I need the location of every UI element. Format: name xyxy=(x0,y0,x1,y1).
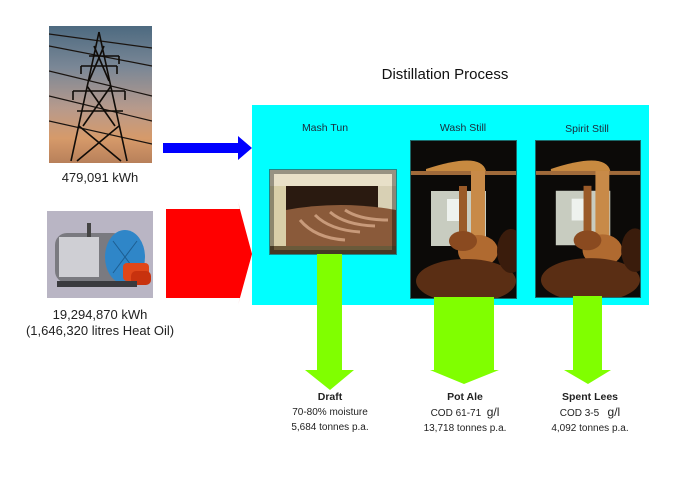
stage-label-wash-still: Wash Still xyxy=(439,122,487,134)
output-name: Pot Ale xyxy=(447,391,483,403)
output-quantity: 5,684 tonnes p.a. xyxy=(291,422,369,433)
boiler-photo xyxy=(47,211,153,298)
heat-oil-label-line2: (1,646,320 litres Heat Oil) xyxy=(25,323,175,338)
stage-label-spirit-still: Spirit Still xyxy=(565,123,609,135)
output-pot-ale: Pot Ale COD 61-71 g/l 13,718 tonnes p.a. xyxy=(405,390,525,436)
output-detail: COD 61-71 g/l xyxy=(405,405,525,421)
copper-still-icon xyxy=(411,160,516,298)
output-spent-lees: Spent Lees COD 3-5 g/l 4,092 tonnes p.a. xyxy=(530,390,650,436)
wash-still-photo xyxy=(410,140,517,299)
output-name: Spent Lees xyxy=(561,391,619,403)
spent-lees-output-arrow xyxy=(564,296,611,384)
cod-value: COD 61-71 xyxy=(430,408,482,419)
mash-tun-icon xyxy=(270,170,396,254)
output-detail: COD 3-5 g/l xyxy=(530,405,650,421)
boiler-icon xyxy=(55,223,151,287)
output-draft: Draft 70-80% moisture 5,684 tonnes p.a. xyxy=(270,390,390,435)
diagram-title: Distillation Process xyxy=(381,66,509,83)
copper-still-icon xyxy=(536,160,640,297)
cod-unit: g/l xyxy=(607,405,621,419)
output-quantity: 4,092 tonnes p.a. xyxy=(551,423,629,434)
cod-unit: g/l xyxy=(486,405,500,419)
heat-oil-input-arrow xyxy=(166,202,252,305)
electricity-label: 479,091 kWh xyxy=(61,170,139,185)
spirit-still-photo xyxy=(535,140,641,298)
output-detail: 70-80% moisture xyxy=(292,407,368,418)
heat-oil-label-line1: 19,294,870 kWh xyxy=(52,307,148,322)
mash-tun-photo xyxy=(269,169,397,255)
pot-ale-output-arrow xyxy=(430,297,499,384)
electricity-pylon-photo xyxy=(49,26,152,163)
cod-value: COD 3-5 xyxy=(559,408,600,419)
draft-output-arrow xyxy=(305,254,354,390)
stage-label-mash-tun: Mash Tun xyxy=(301,122,349,134)
pylon-icon xyxy=(49,31,152,162)
output-name: Draft xyxy=(317,391,343,403)
output-quantity: 13,718 tonnes p.a. xyxy=(423,423,507,434)
electricity-input-arrow xyxy=(163,136,252,160)
